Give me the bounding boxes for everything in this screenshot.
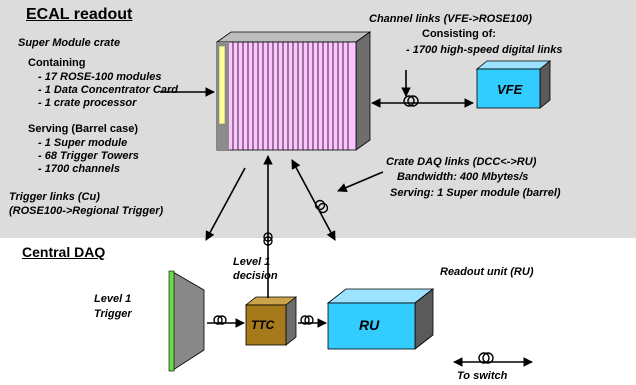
ttc-box bbox=[244, 296, 298, 346]
to-switch-label: To switch bbox=[457, 370, 508, 382]
level1-decision-line2: decision bbox=[233, 270, 278, 282]
ru-label: RU bbox=[359, 317, 380, 333]
crate-daq-pointer-arrow bbox=[337, 171, 384, 193]
trigger-link-arrow bbox=[205, 167, 246, 241]
level1-trigger-line2: Trigger bbox=[94, 308, 132, 320]
crate-label: Super Module crate bbox=[18, 37, 121, 49]
serving-item: - 1 Super module bbox=[38, 137, 128, 149]
crate-daq-label: Crate DAQ links (DCC<->RU) bbox=[386, 156, 537, 168]
trigger-links-subtitle: (ROSE100->Regional Trigger) bbox=[9, 205, 164, 217]
readout-unit-label: Readout unit (RU) bbox=[440, 266, 534, 278]
channel-links-consisting: Consisting of: bbox=[422, 28, 496, 40]
vfe-box bbox=[475, 60, 552, 109]
vfe-label: VFE bbox=[497, 82, 523, 97]
channel-links-item: - 1700 high-speed digital links bbox=[406, 44, 563, 56]
super-module-crate bbox=[215, 31, 372, 151]
ttc-label: TTC bbox=[251, 318, 275, 332]
crate-daq-link bbox=[291, 159, 336, 241]
arrows bbox=[160, 70, 533, 367]
crate-daq-serving: Serving: 1 Super module (barrel) bbox=[390, 187, 561, 199]
serving-item: - 1700 channels bbox=[38, 163, 120, 175]
containing-item: - 17 ROSE-100 modules bbox=[38, 71, 162, 83]
serving-label: Serving (Barrel case) bbox=[28, 123, 139, 135]
trigger-links-label: Trigger links (Cu) bbox=[9, 191, 100, 203]
containing-item: - 1 crate processor bbox=[38, 97, 137, 109]
serving-item: - 68 Trigger Towers bbox=[38, 150, 139, 162]
containing-label: Containing bbox=[28, 57, 86, 69]
fibre-loop-icons bbox=[213, 95, 494, 364]
ru-box bbox=[326, 288, 435, 350]
containing-item: - 1 Data Concentrator Card bbox=[38, 84, 178, 96]
central-daq-title: Central DAQ bbox=[22, 244, 106, 260]
crate-daq-bandwidth: Bandwidth: 400 Mbytes/s bbox=[397, 171, 529, 183]
channel-links-label: Channel links (VFE->ROSE100) bbox=[369, 13, 532, 25]
level1-trigger-bar bbox=[168, 270, 205, 372]
level1-decision-line1: Level 1 bbox=[233, 256, 271, 268]
level1-trigger-line1: Level 1 bbox=[94, 293, 132, 305]
ecal-title: ECAL readout bbox=[26, 6, 133, 23]
